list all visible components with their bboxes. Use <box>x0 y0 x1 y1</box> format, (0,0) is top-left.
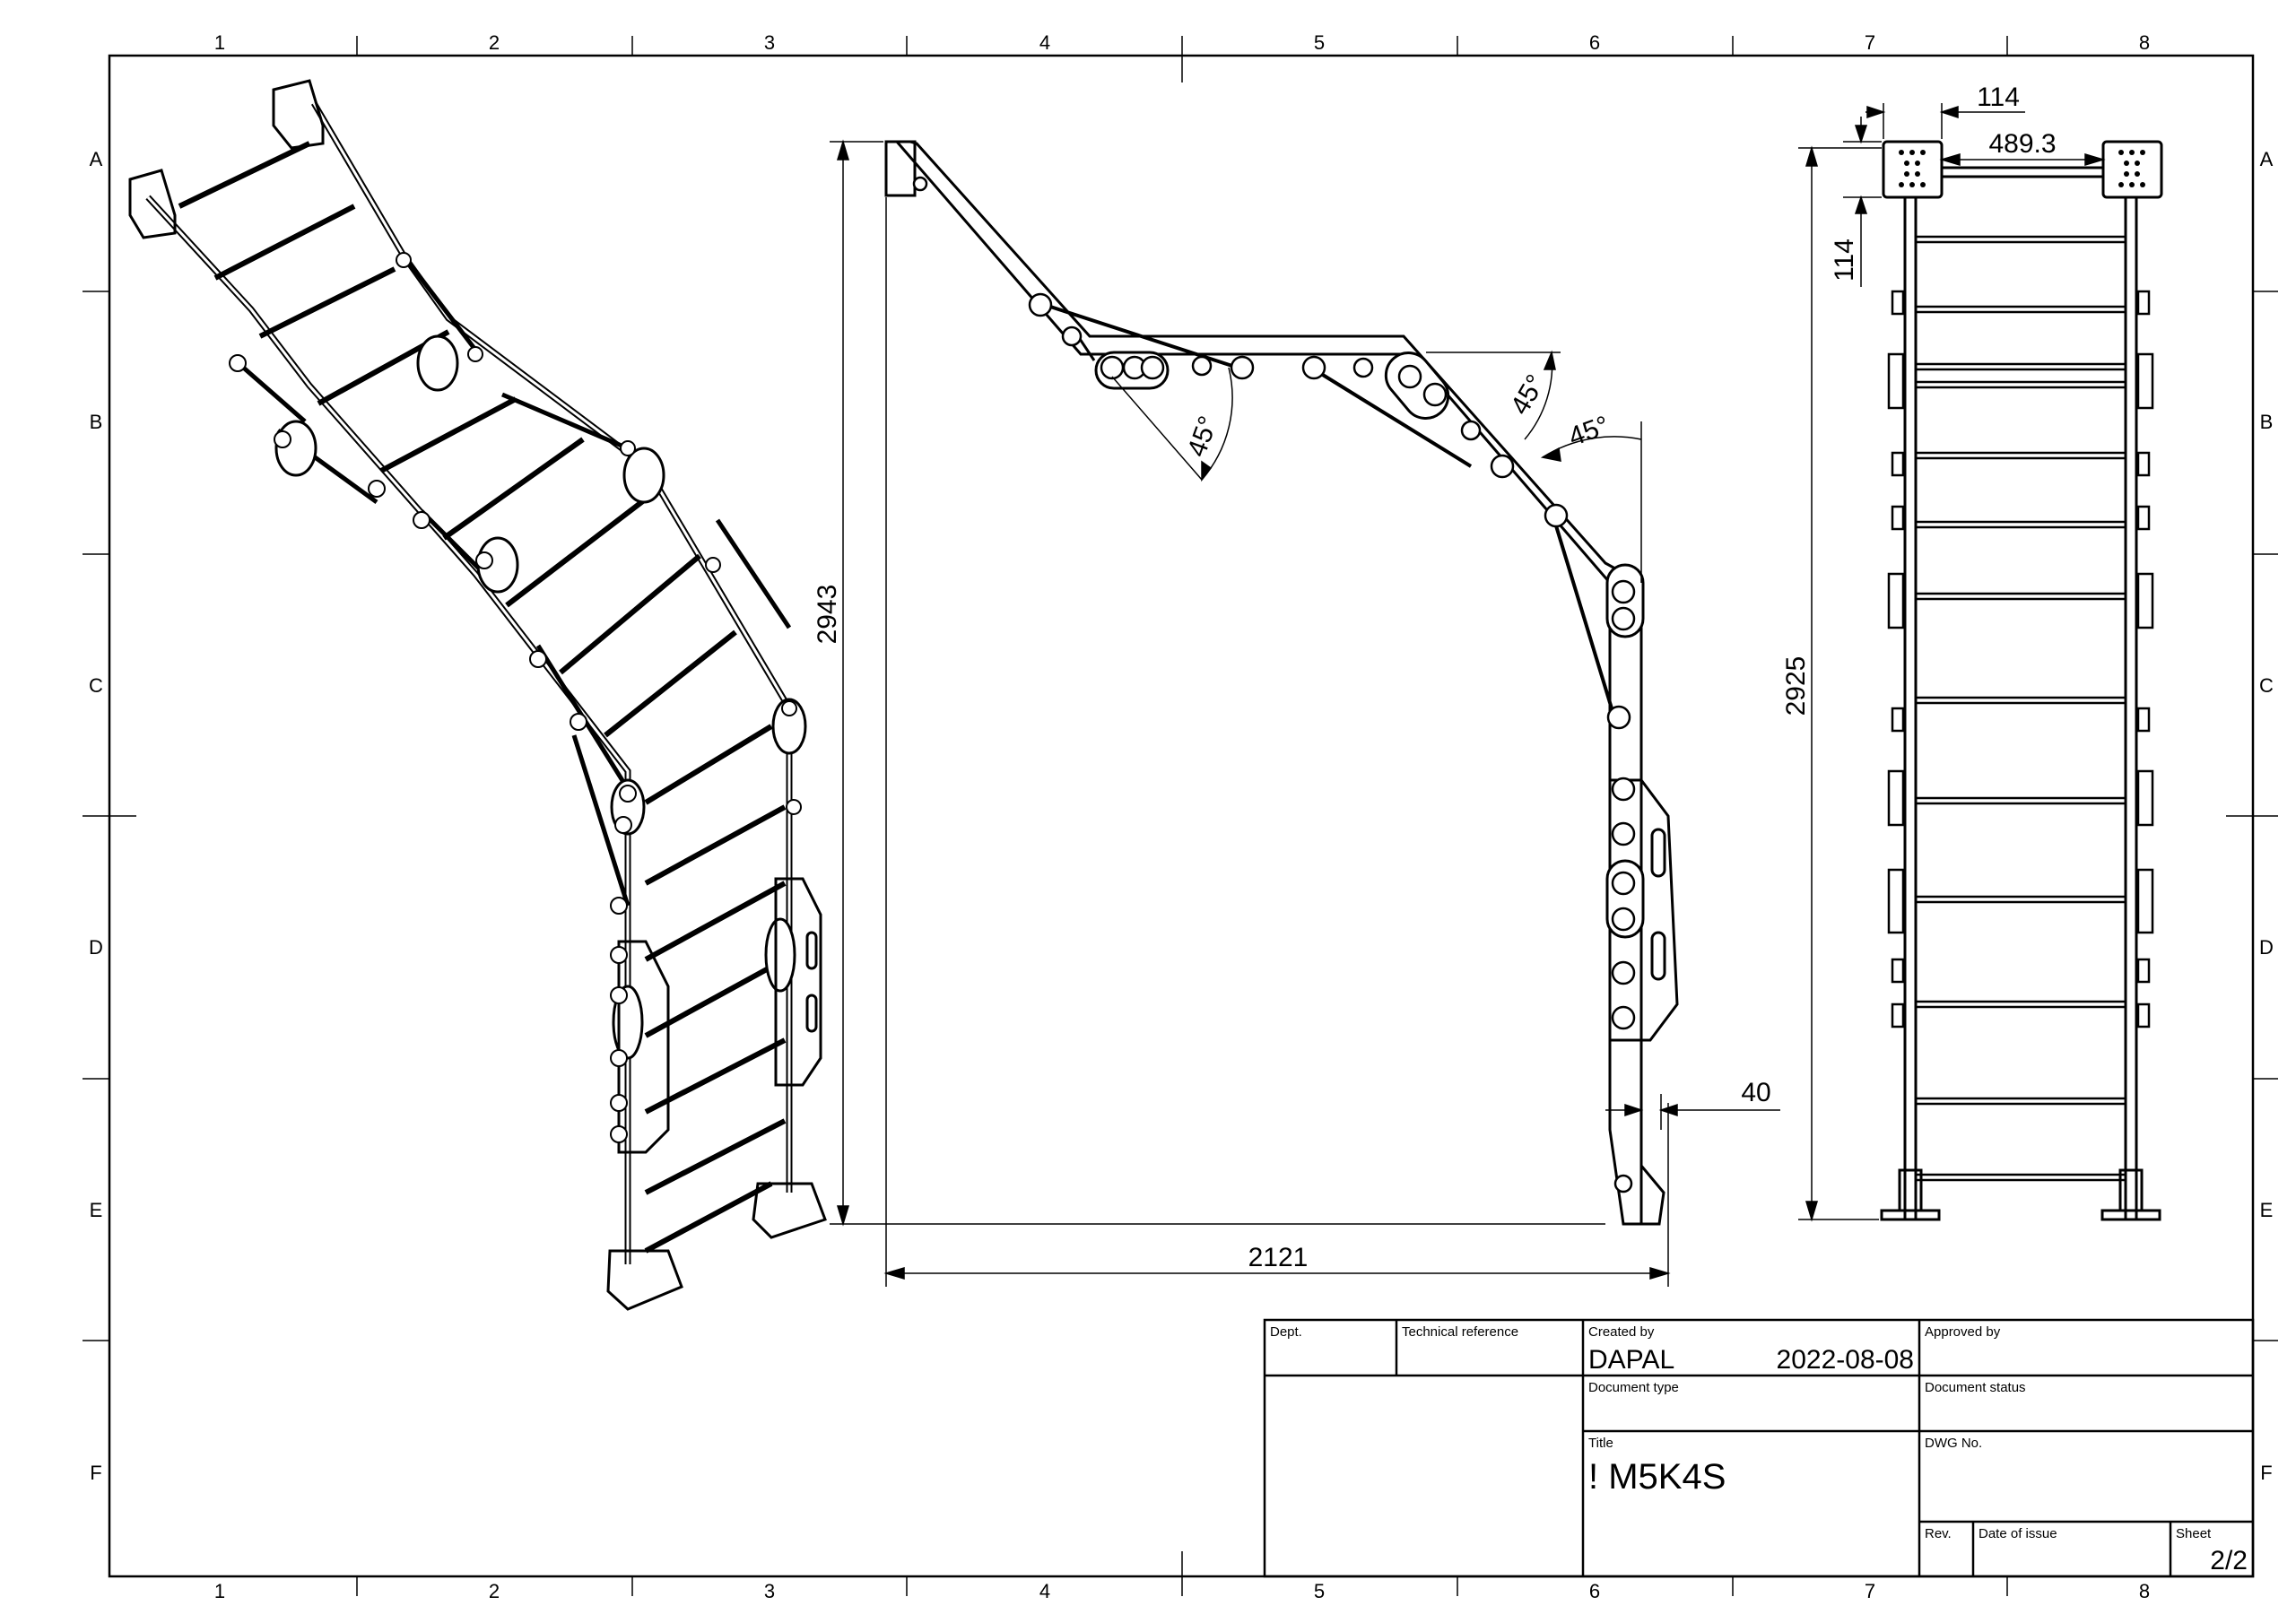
col-label: 8 <box>2139 31 2150 54</box>
zone-ticks <box>83 36 2278 1596</box>
row-label: C <box>2259 674 2274 697</box>
side-view: 2943 2121 40 45° <box>813 139 1780 1287</box>
dim-side-height-value: 2943 <box>813 585 842 645</box>
col-label: 5 <box>1314 1580 1325 1602</box>
tb-dwg-label: DWG No. <box>1925 1436 1982 1451</box>
iso-pivots <box>274 334 807 1060</box>
row-labels-right: A B C D E F <box>2259 148 2274 1484</box>
tb-dept-label: Dept. <box>1270 1324 1302 1340</box>
dim-side-width-value: 2121 <box>1248 1243 1309 1272</box>
dim-front-height: 2925 <box>1781 145 1882 1222</box>
tb-title-label: Title <box>1588 1436 1613 1451</box>
front-feet <box>1880 1168 2161 1221</box>
col-label: 6 <box>1589 1580 1600 1602</box>
col-label: 1 <box>214 31 225 54</box>
column-labels-bottom: 1 2 3 4 5 6 7 8 <box>214 1580 2150 1602</box>
iso-rail-outer <box>145 195 631 1264</box>
dim-angle-3: 45° <box>1540 411 1642 583</box>
col-label: 7 <box>1865 31 1875 54</box>
tb-date-issue-label: Date of issue <box>1979 1526 2057 1541</box>
isometric-view <box>128 79 827 1311</box>
side-pivots <box>1094 351 1645 939</box>
tb-doctype-label: Document type <box>1588 1380 1679 1395</box>
col-label: 3 <box>764 31 775 54</box>
col-label: 3 <box>764 1580 775 1602</box>
row-label: F <box>2260 1462 2272 1484</box>
tb-rev-label: Rev. <box>1925 1526 1952 1541</box>
front-rails <box>1903 195 2138 1221</box>
dim-front-plate-w-value: 114 <box>1977 82 2020 112</box>
tb-created-by: DAPAL <box>1588 1345 1674 1375</box>
row-label: B <box>2260 411 2274 433</box>
dim-front-spacing: 489.3 <box>1939 129 2106 167</box>
dim-side-offset-value: 40 <box>1741 1078 1770 1107</box>
tb-sheet-value: 2/2 <box>2210 1546 2248 1575</box>
dim-front-plate-h: 114 <box>1830 117 1882 287</box>
column-labels-top: 1 2 3 4 5 6 7 8 <box>214 31 2150 54</box>
col-label: 4 <box>1039 1580 1050 1602</box>
dim-side-offset: 40 <box>1605 1078 1780 1130</box>
dim-angle-1-value: 45° <box>1182 412 1224 461</box>
iso-rungs <box>178 141 787 1254</box>
row-label: E <box>2260 1199 2274 1221</box>
tb-docstatus-label: Document status <box>1925 1380 2026 1395</box>
row-label: D <box>89 936 103 959</box>
dim-side-height: 2943 <box>813 139 1605 1227</box>
tb-sheet-label: Sheet <box>2176 1526 2212 1541</box>
iso-knobs <box>229 252 802 1143</box>
tb-created-date: 2022-08-08 <box>1777 1345 1914 1375</box>
front-hinges <box>1887 290 2154 1028</box>
dim-front-height-value: 2925 <box>1781 656 1811 716</box>
col-label: 2 <box>489 31 500 54</box>
col-label: 4 <box>1039 31 1050 54</box>
dim-front-spacing-value: 489.3 <box>1988 129 2056 159</box>
row-label: F <box>90 1462 101 1484</box>
row-label: A <box>90 148 103 170</box>
title-block: Dept. Technical reference Created by DAP… <box>1263 1318 2255 1578</box>
tb-approved-label: Approved by <box>1925 1324 2001 1340</box>
dim-angle-3-value: 45° <box>1565 411 1613 453</box>
row-label: A <box>2260 148 2274 170</box>
col-label: 8 <box>2139 1580 2150 1602</box>
drawing-frame: 1 2 3 4 5 6 7 8 1 2 3 4 5 6 7 8 A B C D … <box>83 31 2278 1602</box>
iso-rail-outer-inner <box>146 195 630 1264</box>
dim-side-width: 2121 <box>883 197 1671 1287</box>
col-label: 2 <box>489 1580 500 1602</box>
col-label: 1 <box>214 1580 225 1602</box>
col-label: 6 <box>1589 31 1600 54</box>
iso-rail-inner-inner <box>312 102 791 1193</box>
front-rungs <box>1914 235 2127 1182</box>
side-knobs <box>912 176 1636 1193</box>
dim-front-plate-w: 114 <box>1866 82 2025 139</box>
iso-side-plates <box>617 877 822 1154</box>
dim-front-plate-h-value: 114 <box>1830 239 1859 282</box>
iso-braces <box>231 254 792 907</box>
front-view: 114 489.3 114 2925 <box>1781 82 2163 1222</box>
side-profile <box>884 140 1679 1226</box>
dim-angle-2-value: 45° <box>1505 369 1551 420</box>
iso-foot-plates <box>606 1182 827 1311</box>
tb-techref-label: Technical reference <box>1402 1324 1518 1340</box>
col-label: 7 <box>1865 1580 1875 1602</box>
row-labels-left: A B C D E F <box>89 148 103 1484</box>
front-plate-holes <box>1899 150 2145 187</box>
row-label: B <box>90 411 103 433</box>
row-label: D <box>2259 936 2274 959</box>
tb-title: ! M5K4S <box>1588 1457 1726 1497</box>
row-label: E <box>90 1199 103 1221</box>
col-label: 5 <box>1314 31 1325 54</box>
iso-top-brackets <box>128 79 325 239</box>
row-label: C <box>89 674 103 697</box>
tb-created-label: Created by <box>1588 1324 1655 1340</box>
